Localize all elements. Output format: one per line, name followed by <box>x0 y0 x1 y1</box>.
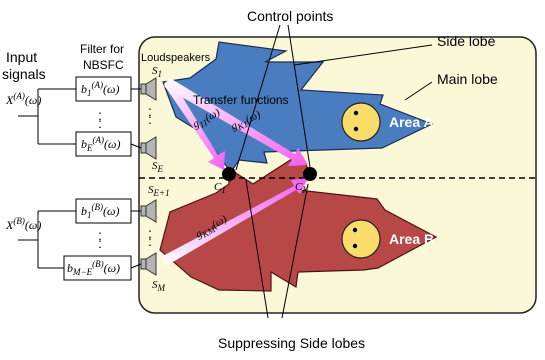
control-points-label: Control points <box>247 8 333 24</box>
signal-wiring <box>18 88 142 269</box>
filter-box-bme-b <box>63 255 132 281</box>
listener-face-a <box>341 102 381 142</box>
control-point-ck-label: CK <box>295 181 309 195</box>
area-a-label: Area A <box>389 114 434 130</box>
filter-dots-a: : <box>98 107 102 123</box>
input-signals-label-2: signals <box>2 66 46 82</box>
filter-dots-b: : <box>98 227 102 243</box>
control-point-ck <box>303 167 317 181</box>
loudspeakers-label: Loudspeakers <box>141 52 211 64</box>
filter-label-2: NBSFC <box>83 58 124 72</box>
speaker-s1-label: S1 <box>152 65 162 79</box>
input-signals-label-1: Input <box>6 49 37 65</box>
filter-boxes <box>63 76 132 281</box>
pointer-lines <box>235 24 433 319</box>
filter-b1-b-math: b1(B)(ω) <box>81 202 119 220</box>
transfer-arrow-s1-ck <box>164 78 308 166</box>
area-b-label: Area B <box>389 231 434 247</box>
control-point-c1-label: C1 <box>214 181 226 195</box>
speaker-dots-b: : <box>148 225 152 241</box>
input-signal-a-math: X(A)(ω) <box>5 91 41 107</box>
transfer-arrow-s1-c1 <box>164 80 225 170</box>
suppressing-side-lobes-label: Suppressing Side lobes <box>218 335 365 351</box>
speaker-dots-b2: : <box>148 233 152 249</box>
listener-face-b <box>341 219 381 259</box>
control-point-c1 <box>222 167 236 181</box>
filter-be-a-math: bE(A)(ω) <box>81 135 120 153</box>
filter-bme-b-math: bM−E(B)(ω) <box>67 259 120 277</box>
speaker-dots-a2: : <box>148 111 152 127</box>
filter-dots-a2: : <box>98 115 102 131</box>
speaker-dots-a: : <box>148 103 152 119</box>
filter-b1-a-math: b1(A)(ω) <box>81 80 119 98</box>
transfer-arrow-sm-ck <box>161 178 308 266</box>
transfer-gk1-label: gK1(ω) <box>229 109 263 135</box>
filter-box-b1-b <box>75 198 132 224</box>
filter-box-be-a <box>75 131 132 157</box>
filter-label-1: Filter for <box>80 42 124 56</box>
side-lobe-label: Side lobe <box>437 33 496 49</box>
loudspeaker-icons <box>140 77 157 276</box>
input-signal-b-math: X(B)(ω) <box>5 216 41 232</box>
speaker-se-label: SE <box>152 160 164 174</box>
transfer-functions-label: Transfer functions <box>193 93 289 107</box>
speaker-se1-label: SE+1 <box>148 184 170 198</box>
filter-dots-b2: : <box>98 235 102 251</box>
main-lobe-label: Main lobe <box>437 71 498 87</box>
filter-box-b1-a <box>75 76 132 102</box>
speaker-sm-label: SM <box>152 279 166 293</box>
